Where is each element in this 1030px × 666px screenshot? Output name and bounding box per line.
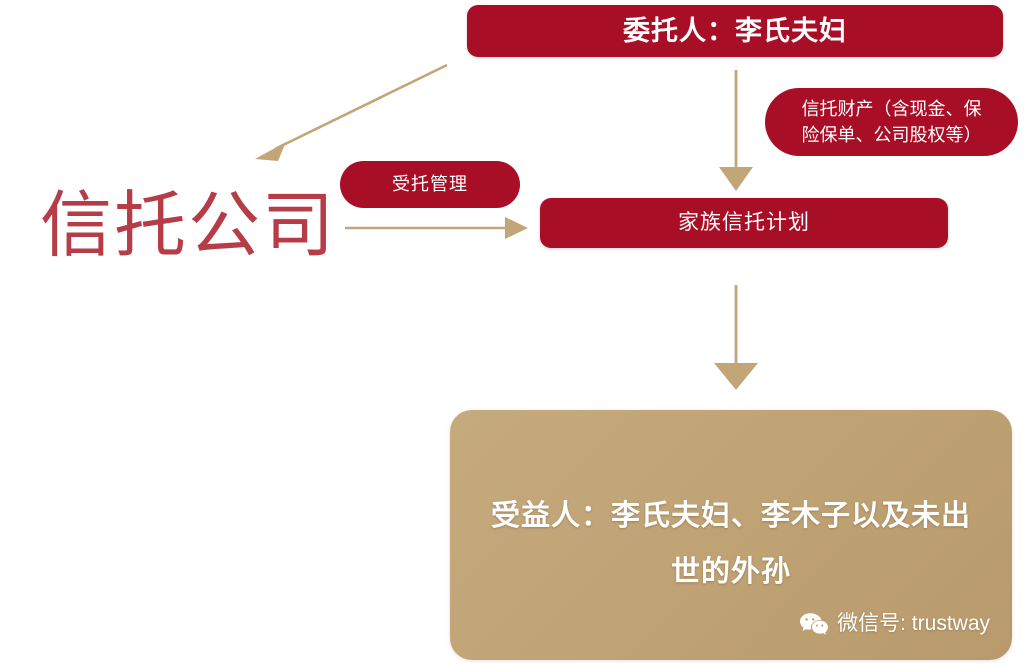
trust-company-label-text: 信托公司 <box>40 185 337 266</box>
beneficiary-node: 受益人：李氏夫妇、李木子以及未出世的外孙 微信号: trustway <box>450 410 1012 660</box>
arrow-trust-company-to-trust-plan <box>345 217 528 239</box>
watermark-text: 微信号: trustway <box>837 611 990 635</box>
entrusted-management-label: 受托管理 <box>340 161 520 208</box>
settlor-label: 委托人：李氏夫妇 <box>623 15 847 46</box>
trust-company-node: 信托公司 <box>40 176 340 266</box>
wechat-icon <box>799 612 829 636</box>
trust-property-line-1: 信托财产（含现金、保 <box>801 98 982 119</box>
arrow-settlor-to-trust-plan <box>719 70 753 191</box>
arrow-trust-plan-to-beneficiary <box>714 285 758 390</box>
watermark: 微信号: trustway <box>799 610 990 638</box>
trust-plan-node: 家族信托计划 <box>540 198 948 248</box>
trust-property-label-text: 信托财产（含现金、保 险保单、公司股权等） <box>779 96 1004 148</box>
trust-plan-label: 家族信托计划 <box>678 210 810 234</box>
arrow-settlor-to-trust-company <box>255 63 448 161</box>
settlor-node: 委托人：李氏夫妇 <box>467 5 1003 57</box>
trust-property-line-2: 险保单、公司股权等） <box>801 125 982 145</box>
entrusted-management-label-text: 受托管理 <box>392 174 468 195</box>
beneficiary-label: 受益人：李氏夫妇、李木子以及未出世的外孙 <box>490 500 971 588</box>
trust-property-label: 信托财产（含现金、保 险保单、公司股权等） <box>765 88 1018 156</box>
